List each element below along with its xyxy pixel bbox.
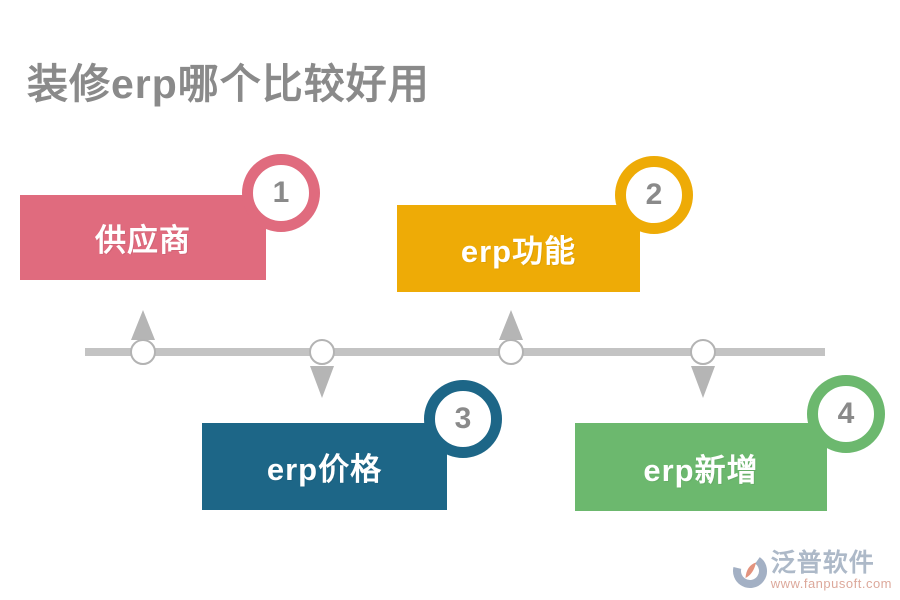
- page-title: 装修erp哪个比较好用: [27, 61, 430, 107]
- step-number-badge: 4: [807, 375, 885, 453]
- step-number: 2: [645, 178, 663, 211]
- timeline-bar: [85, 348, 825, 356]
- step-box-erp-price: erp价格: [202, 423, 447, 510]
- step-number: 1: [272, 176, 290, 209]
- arrow-up-icon: [131, 310, 155, 340]
- fanpu-logo-icon: [732, 553, 767, 588]
- logo-text: 泛普软件 www.fanpusoft.com: [770, 549, 892, 591]
- timeline-node: [498, 339, 524, 365]
- step-label: 供应商: [95, 223, 191, 258]
- step-number: 4: [837, 397, 855, 430]
- step-number-badge: 3: [424, 380, 502, 458]
- step-number: 3: [454, 402, 472, 435]
- timeline-node: [130, 339, 156, 365]
- step-number-badge: 1: [242, 154, 320, 232]
- step-label: erp价格: [266, 452, 383, 487]
- timeline-node: [690, 339, 716, 365]
- step-label: erp新增: [643, 452, 759, 488]
- step-label: erp功能: [460, 234, 577, 269]
- arrow-up-icon: [499, 310, 523, 340]
- arrow-down-icon: [310, 366, 334, 398]
- logo-url: www.fanpusoft.com: [770, 576, 892, 591]
- fanpu-logo: 泛普软件 www.fanpusoft.com: [732, 551, 892, 590]
- step-number-badge: 2: [615, 156, 693, 234]
- logo-name: 泛普软件: [770, 549, 875, 577]
- step-box-erp-new: erp新增: [575, 423, 827, 511]
- step-box-erp-features: erp功能: [397, 205, 640, 292]
- arrow-down-icon: [691, 366, 715, 398]
- timeline-node: [309, 339, 335, 365]
- step-box-supplier: 供应商: [20, 195, 266, 280]
